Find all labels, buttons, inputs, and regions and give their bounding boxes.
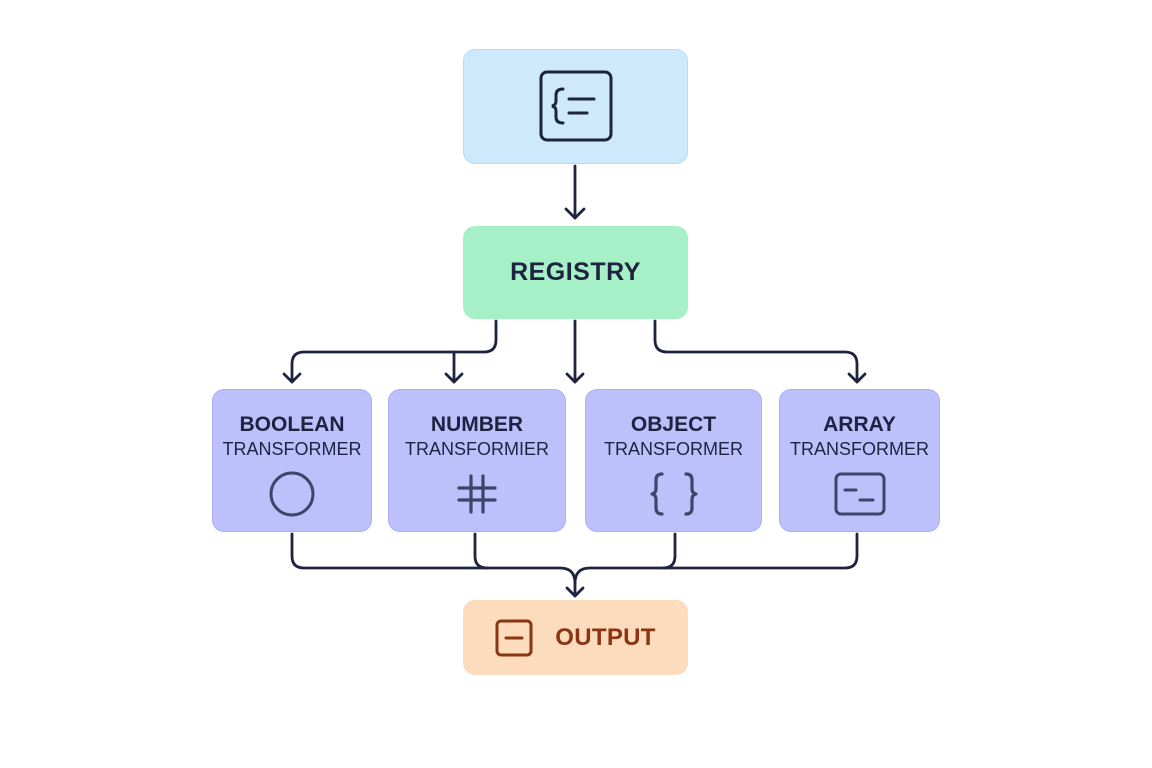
registry-label: REGISTRY [510,258,641,286]
object-transformer-title: OBJECT [630,413,717,436]
registry-node: REGISTRY [463,226,688,319]
circle-icon [269,471,315,517]
object-transformer-node: OBJECT TRANSFORMER [585,389,762,532]
number-transformer-node: NUMBER TRANSFORMIER [388,389,566,532]
array-transformer-title: ARRAY [823,413,896,436]
boolean-transformer-subtitle: TRANSFORMER [222,439,362,459]
number-transformer-subtitle: TRANSFORMIER [405,439,549,459]
line-object-to-output [661,532,677,570]
line-boolean-to-output [290,532,577,585]
line-number-to-output [473,532,489,570]
curly-braces-icon [649,472,698,516]
terminal-window-icon [834,472,885,516]
boolean-transformer-node: BOOLEAN TRANSFORMER [212,389,372,532]
hash-icon [457,474,497,514]
array-transformer-node: ARRAY TRANSFORMER [779,389,940,532]
object-transformer-subtitle: TRANSFORMER [604,439,743,459]
boolean-transformer-title: BOOLEAN [239,413,345,436]
input-node [463,49,688,164]
arrow-registry-to-array [653,319,859,384]
arrow-registry-to-boolean [290,319,498,384]
json-document-icon [539,70,612,141]
array-transformer-subtitle: TRANSFORMER [790,439,929,459]
line-array-to-output [573,532,859,585]
number-transformer-title: NUMBER [430,413,524,436]
output-label: OUTPUT [555,623,656,651]
minus-square-icon [495,619,533,656]
output-node: OUTPUT [463,600,688,675]
